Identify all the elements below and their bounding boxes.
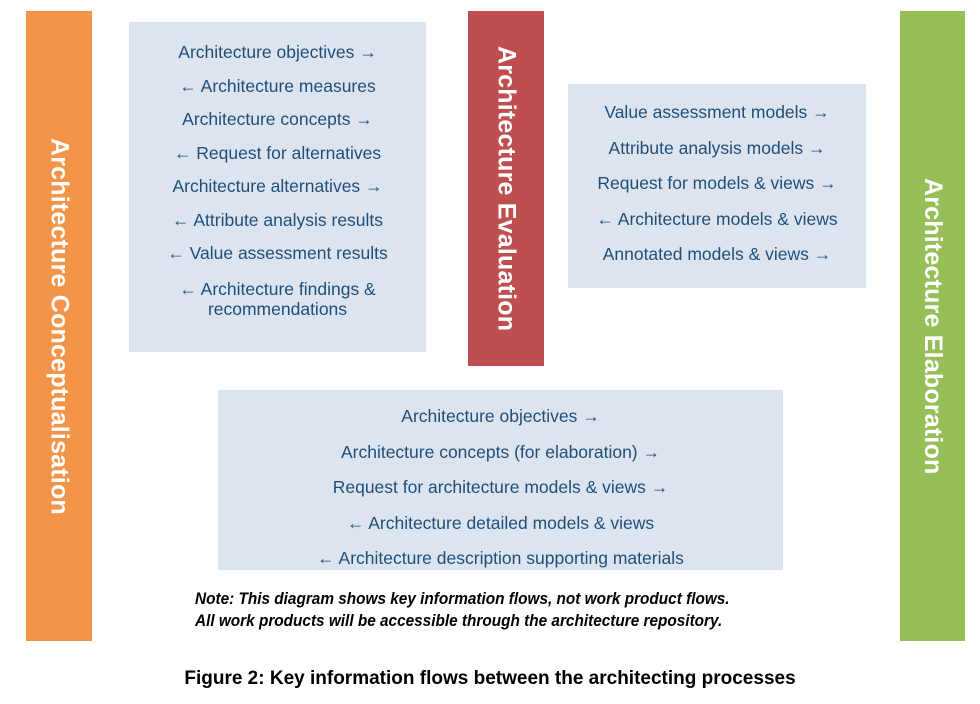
flow-item: Architecture objectives →	[401, 406, 600, 426]
flow-item: Attribute analysis models →	[608, 137, 826, 158]
diagram-note-line-1: Note: This diagram shows key information…	[195, 590, 730, 608]
flow-item: Architecture concepts (for elaboration) …	[340, 441, 661, 462]
flow-panel-evaluation-elaboration: Value assessment models → Attribute anal…	[568, 84, 866, 288]
flow-panel-conceptualisation-evaluation: Architecture objectives → ← Architecture…	[129, 22, 426, 352]
flow-item: Request for architecture models & views …	[332, 477, 669, 497]
diagram-note: Note: This diagram shows key information…	[195, 588, 772, 633]
flow-item: ← Architecture detailed models & views	[346, 512, 655, 533]
flow-item: Architecture concepts →	[182, 109, 373, 129]
flow-item: Annotated models & views →	[602, 244, 832, 264]
flow-item: Architecture alternatives →	[172, 176, 383, 196]
flow-item: ← Attribute analysis results	[171, 209, 384, 230]
process-banner-label: Architecture Conceptualisation	[45, 137, 74, 515]
flow-item: Architecture objectives →	[178, 42, 377, 62]
figure-caption: Figure 2: Key information flows between …	[184, 668, 796, 689]
flow-item: ← Architecture models & views	[596, 208, 838, 229]
diagram-note-line-2: All work products will be accessible thr…	[195, 612, 723, 631]
flow-item: ← Architecture measures	[179, 75, 376, 96]
process-banner-architecture-elaboration: Architecture Elaboration	[900, 11, 965, 641]
process-banner-architecture-evaluation: Architecture Evaluation	[468, 11, 544, 366]
flow-item: ← Architecture description supporting ma…	[317, 548, 684, 568]
flow-item: ← Request for alternatives	[173, 142, 382, 163]
flow-item: Request for models & views →	[597, 173, 837, 193]
process-banner-label: Architecture Evaluation	[492, 45, 521, 332]
flow-item: Value assessment models →	[604, 102, 830, 122]
process-banner-architecture-conceptualisation: Architecture Conceptualisation	[26, 11, 92, 641]
process-banner-label: Architecture Elaboration	[919, 177, 947, 475]
flow-item: ← Value assessment results	[167, 243, 388, 263]
flow-panel-conceptualisation-elaboration: Architecture objectives → Architecture c…	[218, 390, 783, 570]
flow-item: ← Architecture findings & recommendation…	[179, 278, 376, 320]
